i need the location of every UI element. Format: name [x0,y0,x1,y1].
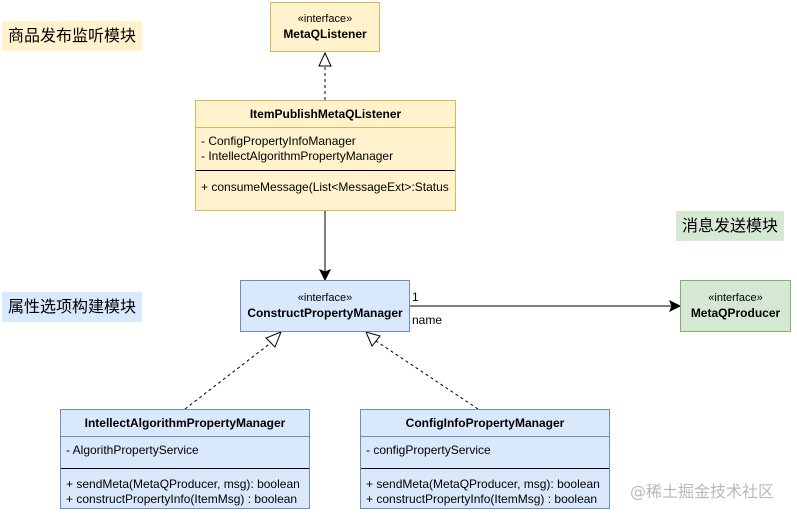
stereotype-label: «interface» [297,292,353,304]
method: + consumeMessage(List<MessageExt>:Status [201,180,449,194]
class-attributes: - AlgorithPropertyService [61,437,309,469]
realization-intellect-arrow [184,331,282,410]
config-info-manager-node: ConfigInfoPropertyManager - configProper… [360,409,610,509]
attribute: - ConfigPropertyInfoManager [201,134,356,148]
method: + sendMeta(MetaQProducer, msg): boolean [66,477,300,491]
attribute: - configPropertyService [366,443,491,457]
construct-property-manager-node: «interface» ConstructPropertyManager [240,280,410,332]
intellect-algorithm-manager-node: IntellectAlgorithmPropertyManager - Algo… [60,409,310,509]
class-attributes: - ConfigPropertyInfoManager - IntellectA… [196,128,455,171]
class-title: ConfigInfoPropertyManager [361,410,609,437]
attribute: - AlgorithPropertyService [66,443,199,457]
association-arrow [410,299,682,313]
class-title: ItemPublishMetaQListener [196,101,455,128]
class-methods: + consumeMessage(List<MessageExt>:Status [196,171,455,201]
realization-config-arrow [365,331,479,410]
node-name: MetaQListener [283,27,367,41]
module-label-property-build: 属性选项构建模块 [2,292,143,322]
class-methods: + sendMeta(MetaQProducer, msg): boolean … [61,469,309,513]
attribute: - IntellectAlgorithmPropertyManager [201,149,394,163]
node-name: ConstructPropertyManager [247,306,403,320]
class-methods: + sendMeta(MetaQProducer, msg): boolean … [361,469,609,513]
module-label-product-publish: 商品发布监听模块 [2,21,143,51]
method: + sendMeta(MetaQProducer, msg): boolean [366,477,600,491]
node-name: MetaQProducer [690,306,781,320]
dependency-arrow [318,211,332,282]
watermark: @稀土掘金技术社区 [630,482,775,501]
stereotype-label: «interface» [297,13,353,25]
stereotype-label: «interface» [708,292,763,304]
item-publish-listener-node: ItemPublishMetaQListener - ConfigPropert… [195,100,456,211]
realization-listener-arrow [318,51,332,100]
class-attributes: - configPropertyService [361,437,609,469]
module-label-message-send: 消息发送模块 [676,211,785,241]
association-role: name [412,313,443,327]
metaq-producer-node: «interface» MetaQProducer [680,280,791,332]
method: + constructPropertyInfo(ItemMsg) : boole… [366,492,598,506]
association-multiplicity: 1 [412,290,419,304]
method: + constructPropertyInfo(ItemMsg) : boole… [66,492,298,506]
class-title: IntellectAlgorithmPropertyManager [61,410,309,437]
metaq-listener-node: «interface» MetaQListener [270,2,380,52]
